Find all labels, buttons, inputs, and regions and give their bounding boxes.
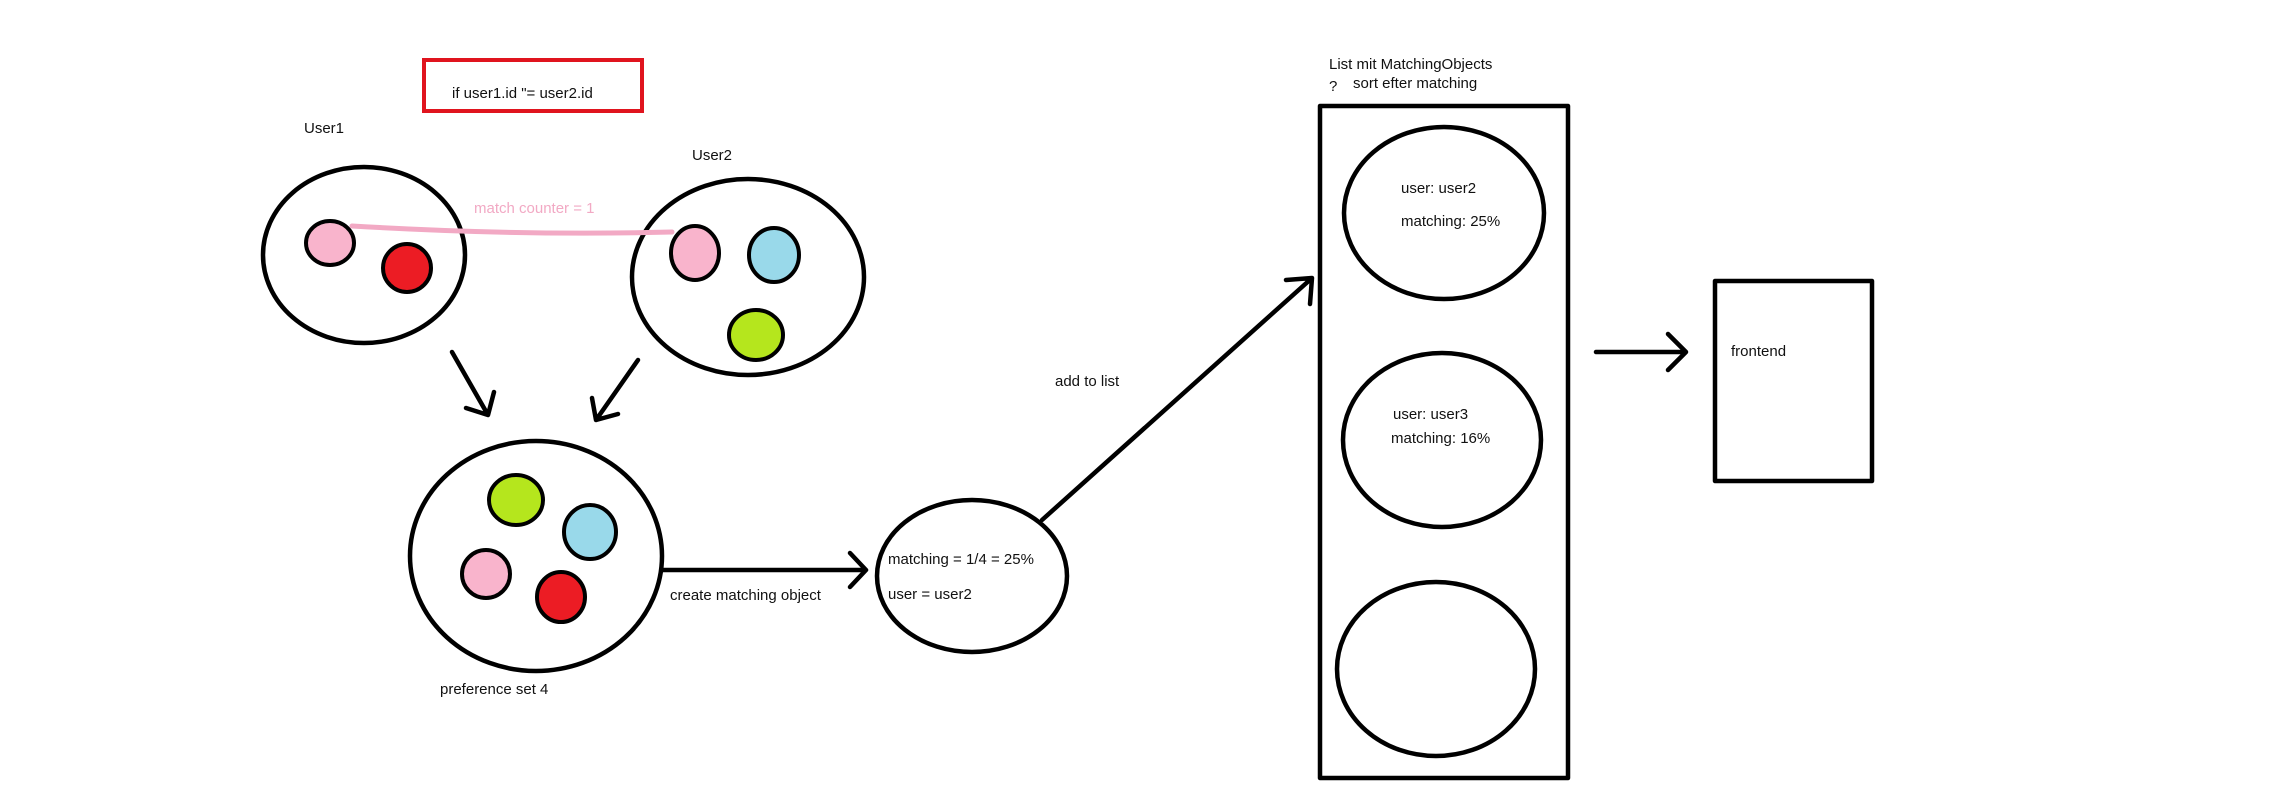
list-item <box>1341 124 1547 302</box>
user2-label: User2 <box>692 147 732 164</box>
add-to-list-arrow <box>1039 275 1315 523</box>
create-matching-label: create matching object <box>670 587 822 604</box>
frontend-label: frontend <box>1731 343 1786 360</box>
user1-to-preference-arrow <box>449 349 497 418</box>
add-to-list-label: add to list <box>1055 373 1120 390</box>
matching-object-user: user = user2 <box>888 586 972 603</box>
match-counter-label: match counter = 1 <box>474 200 594 217</box>
list-title: List mit MatchingObjects <box>1329 56 1492 73</box>
preference-pink <box>460 548 512 600</box>
match-counter-line <box>349 223 675 236</box>
user1-set <box>260 164 468 346</box>
matching-object-value: matching = 1/4 = 25% <box>888 551 1034 568</box>
list-question-mark: ? <box>1329 78 1337 95</box>
list-item-matching: matching: 25% <box>1401 213 1500 230</box>
user1-label: User1 <box>304 120 344 137</box>
user1-red-preference <box>381 242 433 294</box>
user2-blue-preference <box>747 226 801 284</box>
list-item <box>1340 350 1544 530</box>
condition-box <box>422 58 644 113</box>
preference-red <box>535 570 587 624</box>
preference-blue <box>562 503 618 561</box>
list-item-user: user: user2 <box>1401 180 1476 197</box>
user2-to-preference-arrow <box>589 357 641 423</box>
user2-set <box>629 176 867 378</box>
preference-set-label: preference set 4 <box>440 681 548 698</box>
matching-object <box>874 497 1070 655</box>
frontend-box <box>1712 278 1875 484</box>
list-subtitle: sort efter matching <box>1353 75 1477 92</box>
list-item-matching: matching: 16% <box>1391 430 1490 447</box>
create-matching-arrow <box>660 550 869 590</box>
preference-green <box>487 473 545 527</box>
list-item <box>1334 579 1538 759</box>
list-item-user: user: user3 <box>1393 406 1468 423</box>
preference-set <box>407 438 665 674</box>
user1-pink-preference <box>304 219 356 267</box>
to-frontend-arrow <box>1593 331 1689 373</box>
user2-green-preference <box>727 308 785 362</box>
condition-text: if user1.id "= user2.id <box>452 85 593 102</box>
user2-pink-preference <box>669 224 721 282</box>
matching-objects-list <box>1317 103 1571 781</box>
